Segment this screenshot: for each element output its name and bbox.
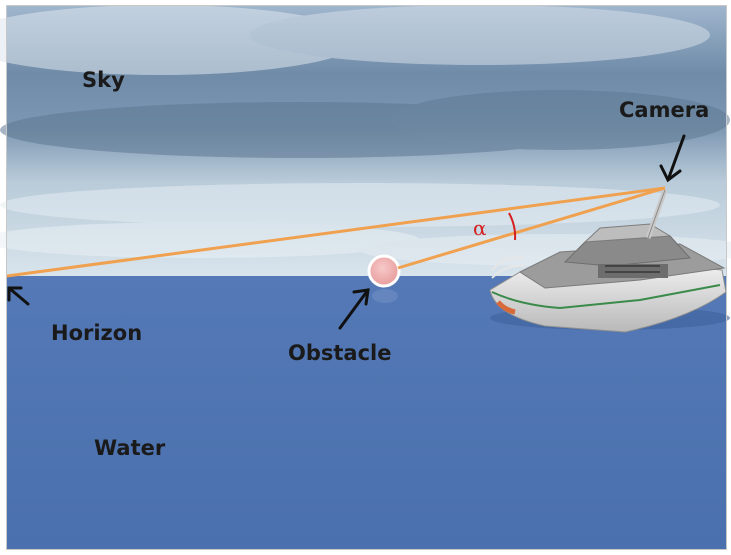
boat-illustration — [489, 189, 730, 333]
water-label: Water — [94, 436, 166, 460]
angle-alpha-label: α — [473, 216, 487, 240]
obstacle-sight-line — [397, 186, 666, 270]
sight-lines — [6, 186, 666, 278]
camera-arrow — [659, 134, 686, 183]
horizon-arrow — [7, 286, 30, 306]
sky-label: Sky — [82, 68, 125, 92]
angle-arc — [508, 212, 517, 241]
obstacle-marker — [367, 254, 401, 303]
obstacle-arrow — [338, 288, 370, 330]
pointer-arrows — [7, 134, 686, 330]
horizon-sight-line — [6, 186, 666, 278]
camera-label: Camera — [619, 98, 710, 122]
figure-border — [6, 5, 727, 550]
obstacle-label: Obstacle — [288, 341, 392, 365]
horizon-label: Horizon — [51, 321, 143, 345]
